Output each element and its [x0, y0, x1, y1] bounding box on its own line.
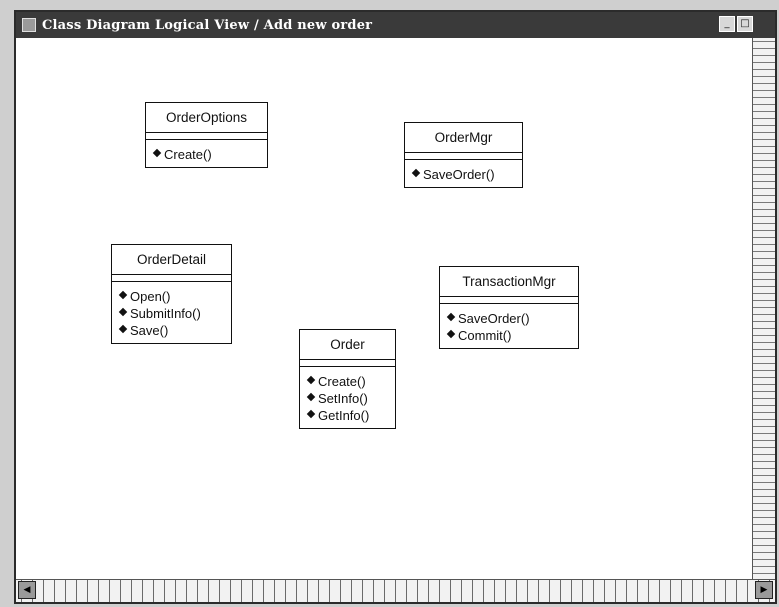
class-orderoptions[interactable]: OrderOptions Create(): [145, 102, 268, 168]
window-title: Class Diagram Logical View / Add new ord…: [42, 17, 373, 33]
operation: SetInfo(): [306, 390, 395, 407]
maximize-button[interactable]: □: [737, 16, 753, 32]
diamond-icon: [152, 148, 162, 157]
operation: Save(): [118, 322, 231, 339]
diamond-icon: [446, 312, 456, 321]
diagram-icon: [22, 18, 36, 32]
diamond-icon: [306, 392, 316, 401]
attributes-compartment: [146, 133, 267, 140]
operation: SubmitInfo(): [118, 305, 231, 322]
operations-compartment: SaveOrder() Commit(): [440, 304, 578, 348]
operations-compartment: Open() SubmitInfo() Save(): [112, 282, 231, 343]
horizontal-scrollbar[interactable]: ◀ ▶: [16, 579, 775, 602]
class-name: TransactionMgr: [440, 267, 578, 297]
operation: GetInfo(): [306, 407, 395, 424]
operation: Create(): [306, 373, 395, 390]
diamond-icon: [411, 168, 421, 177]
class-name: OrderMgr: [405, 123, 522, 153]
diamond-icon: [446, 329, 456, 338]
class-name: OrderDetail: [112, 245, 231, 275]
window-controls: _ □: [719, 16, 753, 32]
diamond-icon: [118, 290, 128, 299]
attributes-compartment: [440, 297, 578, 304]
diagram-canvas[interactable]: OrderOptions Create() OrderMgr SaveOrder…: [16, 38, 753, 580]
operations-compartment: Create() SetInfo() GetInfo(): [300, 367, 395, 428]
minimize-button[interactable]: _: [719, 16, 735, 32]
class-name: Order: [300, 330, 395, 360]
scroll-right-icon[interactable]: ▶: [755, 581, 773, 599]
operation: Open(): [118, 288, 231, 305]
diamond-icon: [306, 409, 316, 418]
diamond-icon: [118, 324, 128, 333]
operation: SaveOrder(): [446, 310, 578, 327]
attributes-compartment: [112, 275, 231, 282]
title-bar[interactable]: Class Diagram Logical View / Add new ord…: [16, 12, 775, 38]
class-ordermgr[interactable]: OrderMgr SaveOrder(): [404, 122, 523, 188]
operation: Create(): [152, 146, 267, 163]
attributes-compartment: [300, 360, 395, 367]
class-orderdetail[interactable]: OrderDetail Open() SubmitInfo() Save(): [111, 244, 232, 344]
operations-compartment: SaveOrder(): [405, 160, 522, 187]
operation: Commit(): [446, 327, 578, 344]
class-transactionmgr[interactable]: TransactionMgr SaveOrder() Commit(): [439, 266, 579, 349]
attributes-compartment: [405, 153, 522, 160]
class-diagram-window: Class Diagram Logical View / Add new ord…: [14, 10, 777, 604]
diamond-icon: [118, 307, 128, 316]
class-order[interactable]: Order Create() SetInfo() GetInfo(): [299, 329, 396, 429]
operations-compartment: Create(): [146, 140, 267, 167]
operation: SaveOrder(): [411, 166, 522, 183]
vertical-scrollbar[interactable]: [752, 38, 775, 580]
class-name: OrderOptions: [146, 103, 267, 133]
diamond-icon: [306, 375, 316, 384]
scroll-left-icon[interactable]: ◀: [18, 581, 36, 599]
